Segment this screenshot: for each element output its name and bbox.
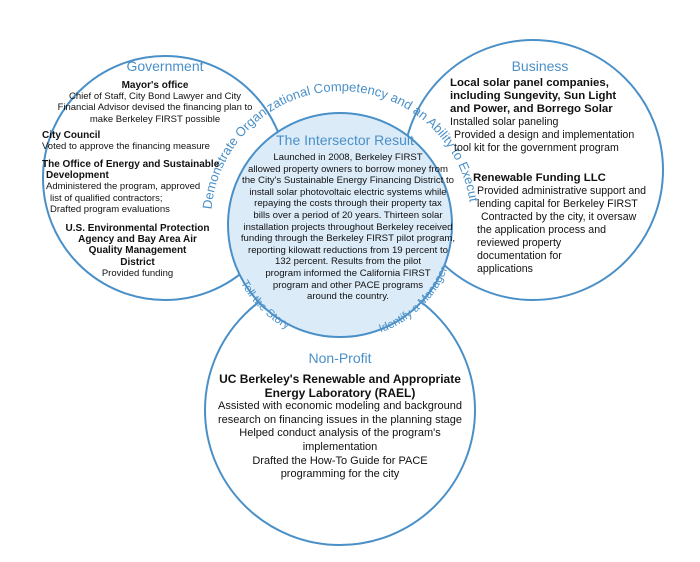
council-name: City Council xyxy=(42,130,101,141)
result-line: program informed the California FIRST xyxy=(265,267,431,279)
rf-desc-3: Contracted by the city, it oversaw xyxy=(481,211,637,223)
rf-desc-7: applications xyxy=(477,263,533,275)
result-line: around the country. xyxy=(307,291,389,303)
epa-name-3: Quality Management xyxy=(88,245,187,257)
energy-desc-1: Administered the program, approved xyxy=(46,181,201,193)
energy-name-1: The Office of Energy and Sustainable xyxy=(42,159,220,170)
result-line: funding through the Berkeley FIRST pilot… xyxy=(240,233,456,245)
rf-desc-1: Provided administrative support and xyxy=(477,185,647,197)
business-renewable-funding: Renewable Funding LLC Provided administr… xyxy=(473,172,663,276)
result-line: 132 percent. Results from the pilot xyxy=(274,256,422,268)
nonprofit-rael: UC Berkeley's Renewable and Appropriate … xyxy=(215,372,465,482)
epa-name-2: Agency and Bay Area Air xyxy=(78,234,197,246)
rael-desc-3: Helped conduct analysis of the program's xyxy=(239,427,441,440)
mayor-name: Mayor's office xyxy=(121,80,189,91)
government-energy-office: The Office of Energy and Sustainable Dev… xyxy=(42,159,247,215)
solar-desc-1: Installed solar paneling xyxy=(450,116,559,128)
rf-desc-4: the application process and xyxy=(477,224,606,236)
nonprofit-title: Non-Profit xyxy=(308,350,372,366)
rf-desc-6: documentation for xyxy=(477,250,562,262)
result-line: Launched in 2008, Berkeley FIRST xyxy=(273,152,423,163)
epa-desc: Provided funding xyxy=(101,267,174,279)
rael-desc-2: research on financing issues in the plan… xyxy=(218,413,462,426)
rf-desc-5: reviewed property xyxy=(477,237,562,249)
intersector-result-text: Launched in 2008, Berkeley FIRST allowed… xyxy=(238,152,458,303)
mayor-desc-3: make Berkeley FIRST possible xyxy=(89,113,221,125)
result-line: program and other PACE programs xyxy=(272,279,424,291)
energy-name-2: Development xyxy=(46,170,109,182)
result-line: allowed property owners to borrow money … xyxy=(248,163,448,175)
rael-desc-6: programming for the city xyxy=(280,468,400,481)
rael-desc-4: implementation xyxy=(302,440,378,453)
business-solar: Local solar panel companies, including S… xyxy=(450,77,655,155)
rf-desc-2: lending capital for Berkeley FIRST xyxy=(477,198,638,210)
rf-name: Renewable Funding LLC xyxy=(473,172,606,184)
mayor-desc-2: Financial Advisor devised the financing … xyxy=(57,102,253,114)
rael-name-2: Energy Laboratory (RAEL) xyxy=(264,385,416,400)
rael-desc-5: Drafted the How-To Guide for PACE xyxy=(252,454,428,467)
government-epa: U.S. Environmental Protection Agency and… xyxy=(50,223,225,279)
energy-desc-2: list of qualified contractors; xyxy=(50,192,163,204)
government-council: City Council Voted to approve the financ… xyxy=(42,130,242,152)
government-title: Government xyxy=(126,58,204,74)
solar-name-1: Local solar panel companies, xyxy=(450,77,609,89)
rael-desc-1: Assisted with economic modeling and back… xyxy=(218,400,462,413)
epa-name-4: District xyxy=(120,256,155,268)
solar-name-2: including Sungevity, Sun Light xyxy=(450,90,617,102)
result-line: reporting kilowatt reductions from 19 pe… xyxy=(248,244,448,256)
business-title: Business xyxy=(511,58,569,74)
council-desc: Voted to approve the financing measure xyxy=(42,141,210,153)
energy-desc-3: Drafted program evaluations xyxy=(50,203,170,215)
rael-name-1: UC Berkeley's Renewable and Appropriate xyxy=(219,372,461,386)
solar-desc-3: tool kit for the government program xyxy=(454,142,619,154)
solar-name-3: and Power, and Borrego Solar xyxy=(450,103,613,115)
result-line: install solar photovoltaic electric syst… xyxy=(249,186,447,198)
solar-desc-2: Provided a design and implementation xyxy=(454,129,635,141)
intersector-circle xyxy=(227,112,453,338)
result-line: the City's Sustainable Energy Financing … xyxy=(242,175,454,187)
mayor-desc-1: Chief of Staff, City Bond Lawyer and Cit… xyxy=(69,91,241,103)
result-line: repaying the costs through their propert… xyxy=(254,198,442,210)
epa-name-1: U.S. Environmental Protection xyxy=(65,223,210,234)
government-mayor: Mayor's office Chief of Staff, City Bond… xyxy=(40,80,270,125)
result-line: bills over a period of 20 years. Thirtee… xyxy=(253,209,443,221)
result-line: installation projects throughout Berkele… xyxy=(243,221,453,233)
intersector-title: The Intersector Result xyxy=(276,132,414,148)
